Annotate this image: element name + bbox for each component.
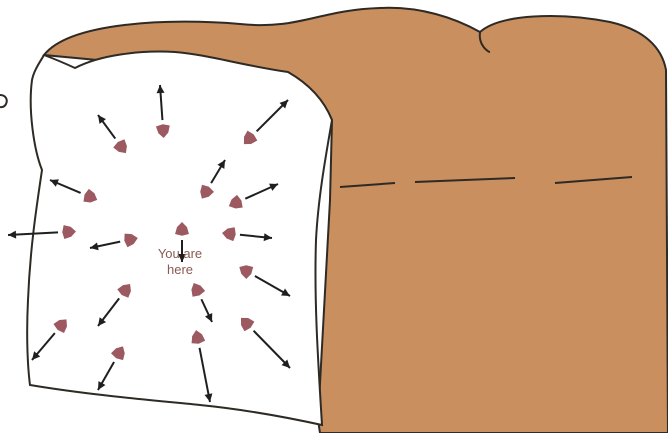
bread-slice-face <box>27 52 332 425</box>
center-label-line1: You are <box>158 246 202 261</box>
center-label-line2: here <box>167 262 193 277</box>
cropped-letter-fragment <box>0 95 7 107</box>
arrowhead <box>8 231 16 239</box>
